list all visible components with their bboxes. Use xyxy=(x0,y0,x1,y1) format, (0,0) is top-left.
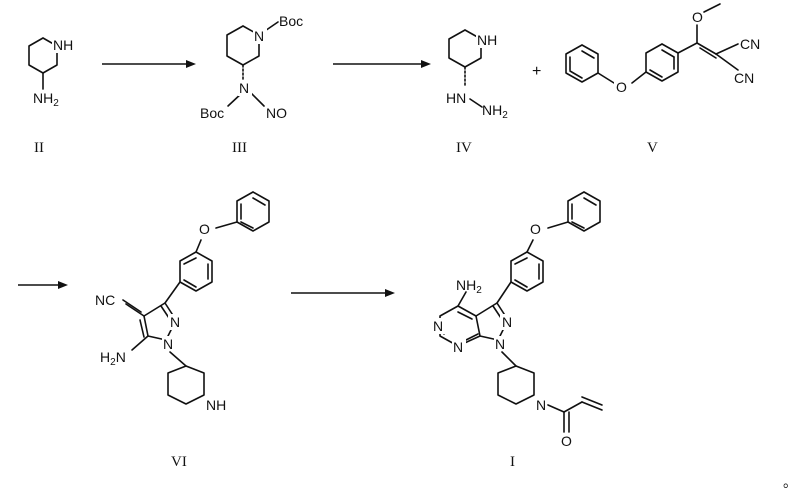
n-carbonyl-bond xyxy=(547,404,565,413)
reaction-arrow-4 xyxy=(291,289,395,297)
atom-nh2: NH2 xyxy=(33,90,59,109)
phenyl-ring-middle xyxy=(179,251,213,292)
atom-n-pyrazole-2: N xyxy=(502,314,512,330)
label-compound-vi: VI xyxy=(171,454,187,470)
aryl-pyrazole-bond xyxy=(496,281,512,304)
cn-bond-top xyxy=(715,43,739,55)
atom-n-piperidine: N xyxy=(536,397,546,413)
atom-o-ether: O xyxy=(530,221,541,237)
o-bond-left xyxy=(195,239,202,253)
phenyl-ring-top xyxy=(236,191,270,232)
o-bond-right xyxy=(547,221,569,229)
vinyl-double-1 xyxy=(581,401,603,411)
atom-nc: NC xyxy=(95,292,115,308)
atom-n-hydrazine: N xyxy=(239,80,249,96)
atom-nh-piperidine: NH xyxy=(206,397,226,413)
atom-boc-bottom: Boc xyxy=(200,105,224,121)
compound-iv: NH HN NH2 IV xyxy=(446,29,508,156)
methyl-bond xyxy=(703,3,721,13)
trailing-period: 。 xyxy=(783,474,797,490)
atom-o-ether: O xyxy=(616,79,627,95)
o-bond-right xyxy=(631,71,647,84)
compound-iii: N Boc N Boc NO III xyxy=(200,13,303,156)
atom-n-pyrimidine-3: N xyxy=(433,318,443,334)
stereo-wedge-bond xyxy=(501,351,517,367)
o-bond-left xyxy=(597,72,615,84)
phenyl-ring-left xyxy=(565,44,599,83)
c-c-double-2 xyxy=(699,47,717,59)
atom-boc-top: Boc xyxy=(279,13,303,29)
label-compound-iii: III xyxy=(232,140,247,156)
atom-n-pyrazole-1: N xyxy=(495,336,505,352)
nitrile-bond xyxy=(125,303,145,317)
atom-nh2: NH2 xyxy=(456,277,482,296)
piperidine-ring xyxy=(497,365,535,405)
label-compound-v: V xyxy=(647,140,658,156)
aryl-pyrazole-bond xyxy=(164,281,181,304)
reaction-arrow-1 xyxy=(102,60,196,68)
atom-no: NO xyxy=(266,105,287,121)
n-nitroso-bond xyxy=(249,91,265,107)
atom-nh2: NH2 xyxy=(482,102,508,121)
amine-bond xyxy=(457,291,467,307)
atom-cn-top: CN xyxy=(740,36,760,52)
compound-vi: O N N NC H2N NH VI xyxy=(95,191,270,470)
amine-bond xyxy=(131,335,149,351)
vinyl-double-2 xyxy=(581,396,603,406)
cn-bond-bottom xyxy=(715,53,739,71)
atom-hn: HN xyxy=(446,90,466,106)
atom-h2n: H2N xyxy=(100,349,126,368)
o-bond-left xyxy=(526,239,534,253)
atom-n-pyrimidine-1: N xyxy=(453,339,463,355)
compound-ii: NH NH2 II xyxy=(28,37,74,156)
atom-o-carbonyl: O xyxy=(561,433,572,449)
aryl-vinyl-bond xyxy=(677,42,698,54)
n-n-bond xyxy=(469,98,483,108)
phenyl-ring-middle xyxy=(510,251,544,292)
atom-n-pyrazole-1: N xyxy=(163,336,173,352)
label-compound-iv: IV xyxy=(456,140,472,156)
vinyl-bond xyxy=(563,401,583,413)
stereo-wedge-bond xyxy=(169,351,187,367)
atom-n-ring: N xyxy=(254,28,264,44)
label-compound-ii: II xyxy=(34,140,44,156)
compound-v: O O CN CN V xyxy=(565,3,760,156)
atom-cn-bottom: CN xyxy=(734,70,754,86)
reaction-arrow-3 xyxy=(18,281,68,289)
plus-sign: + xyxy=(532,63,541,80)
atom-n-pyrazole-2: N xyxy=(170,314,180,330)
o-bond-right xyxy=(215,221,238,229)
atom-o-ether: O xyxy=(199,221,210,237)
piperidine-ring xyxy=(167,365,205,405)
compound-i: O N N NH2 N N N O I xyxy=(432,191,603,470)
atom-nh: NH xyxy=(53,37,73,53)
phenyl-ring-top xyxy=(567,191,601,232)
label-compound-i: I xyxy=(510,454,515,470)
atom-mask xyxy=(52,37,74,53)
atom-nh-ring: NH xyxy=(477,32,497,48)
atom-o-methoxy: O xyxy=(692,9,703,25)
reaction-arrow-2 xyxy=(333,60,431,68)
c-c-double-1 xyxy=(696,42,717,55)
